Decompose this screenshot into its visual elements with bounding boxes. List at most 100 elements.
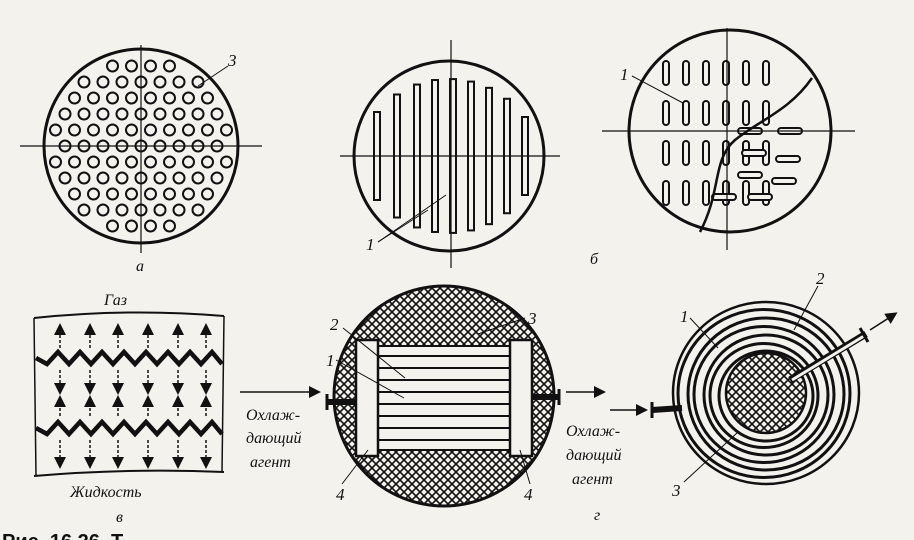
horizontal-slot bbox=[747, 193, 773, 201]
callout-g-3-leader bbox=[683, 431, 739, 483]
plate-hole bbox=[106, 91, 119, 105]
horizontal-slot bbox=[775, 155, 801, 163]
cooler-tubes bbox=[378, 355, 510, 441]
callout-cooler-2: 2 bbox=[330, 315, 339, 334]
vertical-slot bbox=[662, 140, 670, 166]
panel-b: 1 б bbox=[340, 40, 599, 268]
vertical-slot bbox=[762, 100, 770, 126]
spiral-ring bbox=[702, 333, 830, 457]
plate-hole bbox=[115, 203, 129, 217]
panel-cooler: Охлаж- дающий агент 2 3 1 4 4 bbox=[240, 284, 606, 508]
horizontal-slot bbox=[741, 149, 767, 157]
plate-hole bbox=[201, 187, 214, 201]
plate-hole bbox=[163, 59, 176, 73]
vertical-slot bbox=[682, 100, 690, 126]
plate-hole bbox=[144, 123, 157, 137]
vertical-slot bbox=[722, 60, 730, 86]
vertical-slot bbox=[662, 60, 670, 86]
callout-cooler-4b-leader bbox=[519, 449, 531, 485]
plate-hole bbox=[87, 187, 100, 201]
plate-hole bbox=[125, 219, 138, 233]
horizontal-slot bbox=[737, 171, 763, 179]
panel-g: Охлаж- дающий агент 1 2 3 г bbox=[566, 269, 898, 524]
plate-hole bbox=[125, 91, 138, 105]
callout-g-1: 1 bbox=[680, 307, 689, 326]
plate-hole bbox=[106, 219, 119, 233]
plate-hole bbox=[77, 107, 91, 121]
plate-hole bbox=[106, 123, 119, 137]
inlet-pipe bbox=[651, 405, 683, 413]
plate-hole bbox=[106, 155, 119, 169]
plate-hole bbox=[125, 123, 138, 137]
wavy-plate-upper bbox=[34, 348, 224, 368]
plate-hole bbox=[144, 155, 157, 169]
horizontal-slot bbox=[771, 177, 797, 185]
plate-hole bbox=[77, 203, 91, 217]
plate-hole bbox=[115, 171, 129, 185]
plate-hole bbox=[153, 75, 167, 89]
plate-hole bbox=[191, 203, 205, 217]
plate-hole bbox=[58, 171, 72, 185]
flow-arrows bbox=[54, 323, 212, 469]
callout-cooler-1-leader bbox=[335, 359, 405, 399]
plate-hole bbox=[125, 187, 138, 201]
outlet-arrow bbox=[869, 312, 898, 331]
figure-caption-fragment: Рис. 16.26. Т bbox=[2, 531, 123, 540]
plate-hole bbox=[172, 75, 186, 89]
coolant-in-label-1: Охлаж- bbox=[246, 407, 300, 424]
plate-hole bbox=[153, 107, 167, 121]
plate-hole bbox=[96, 75, 110, 89]
coolant-in-label-2: дающий bbox=[246, 430, 301, 447]
plate-hole bbox=[172, 107, 186, 121]
plate-hole bbox=[77, 75, 91, 89]
plate-hole bbox=[182, 187, 195, 201]
plate-hole bbox=[115, 107, 129, 121]
coolant-in-label-g-1: Охлаж- bbox=[566, 423, 620, 440]
plate-hole bbox=[153, 203, 167, 217]
plate-hole bbox=[163, 187, 176, 201]
plate-hole bbox=[201, 155, 214, 169]
plate-hole bbox=[96, 171, 110, 185]
plate-hole bbox=[182, 123, 195, 137]
vertical-slot bbox=[702, 60, 710, 86]
plate-hole bbox=[49, 155, 62, 169]
outlet-pipe-inner bbox=[791, 334, 865, 382]
liquid-label: Жидкость bbox=[69, 484, 142, 501]
spiral-ring bbox=[692, 325, 836, 464]
callout-b2-1: 1 bbox=[620, 65, 629, 84]
vertical-slot bbox=[762, 60, 770, 86]
callout-cooler-3: 3 bbox=[527, 309, 537, 328]
callout-cooler-4a: 4 bbox=[336, 485, 345, 504]
plate-hole bbox=[201, 123, 214, 137]
channel-right-edge bbox=[221, 315, 225, 473]
plate-hole bbox=[68, 91, 81, 105]
plate-hole bbox=[182, 91, 195, 105]
coolant-in-label-3: агент bbox=[250, 454, 291, 471]
plate-hole bbox=[191, 171, 205, 185]
plate-hole bbox=[96, 107, 110, 121]
vertical-slot bbox=[682, 60, 690, 86]
vertical-slot bbox=[742, 180, 750, 206]
plate-hole bbox=[106, 187, 119, 201]
spiral-ring bbox=[717, 349, 815, 443]
panel-v-letter: в bbox=[116, 509, 123, 526]
channel-left-edge bbox=[33, 317, 37, 477]
panel-a: 3 а bbox=[20, 45, 262, 275]
vertical-slot bbox=[662, 100, 670, 126]
plate-hole bbox=[163, 155, 176, 169]
vertical-slot bbox=[722, 140, 730, 166]
callout-cooler-1: 1 bbox=[326, 351, 335, 370]
panel-g-letter: г bbox=[594, 507, 600, 524]
callout-b-leader-2 bbox=[377, 194, 447, 243]
plate-hole bbox=[172, 171, 186, 185]
plate-hole bbox=[49, 123, 62, 137]
panel-b2: 1 bbox=[602, 28, 855, 250]
callout-b2-leader bbox=[631, 75, 684, 104]
plate-hole bbox=[220, 123, 233, 137]
plate-hole bbox=[163, 219, 176, 233]
spiral-ring bbox=[676, 308, 852, 479]
panel-b-letter: б bbox=[590, 251, 599, 268]
plate-hole bbox=[68, 155, 81, 169]
vertical-slot bbox=[702, 140, 710, 166]
